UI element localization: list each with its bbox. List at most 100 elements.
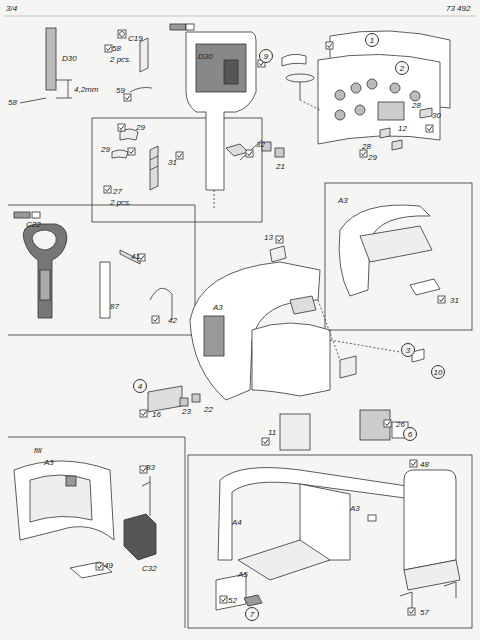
callout-number: 11	[268, 428, 276, 437]
callout-number: 27	[113, 187, 122, 196]
circled-number: 3	[406, 346, 410, 355]
part-code: D30	[62, 54, 77, 63]
callout-number: 31	[450, 296, 459, 305]
check-mark	[386, 422, 391, 426]
circled-number: 1	[370, 36, 374, 45]
check-mark	[142, 468, 147, 472]
callout-number: 87	[110, 302, 119, 311]
callout-number: 30	[432, 111, 441, 120]
check-box	[410, 460, 417, 467]
check-box	[426, 125, 433, 132]
check-box	[360, 150, 367, 157]
part-code: D30	[198, 52, 213, 61]
callout-number: 58	[112, 44, 121, 53]
check-mark	[222, 598, 227, 602]
part-circle: 10	[431, 365, 445, 379]
check-mark	[410, 610, 415, 614]
callout-number: 41	[131, 252, 140, 261]
circled-number: 6	[408, 430, 412, 439]
check-box	[276, 236, 283, 243]
part-circle: 2	[395, 61, 409, 75]
callout-number: 31	[168, 158, 177, 167]
callout-number: 73 492	[446, 4, 470, 13]
part-code: A3	[44, 458, 54, 467]
check-mark	[142, 412, 147, 416]
callout-number: 16	[152, 410, 161, 419]
callout-number: 21	[276, 162, 285, 171]
callout-number: 32	[256, 140, 265, 149]
check-mark	[120, 126, 125, 130]
callout-number: 23	[182, 407, 191, 416]
part-code: C32	[142, 564, 157, 573]
callout-number: 29	[101, 145, 110, 154]
part-code: C19	[128, 34, 143, 43]
check-mark	[264, 440, 269, 444]
part-circle: 4	[133, 379, 147, 393]
callout-number: 52	[228, 596, 237, 605]
callout-number: 49	[104, 561, 113, 570]
check-box	[140, 410, 147, 417]
part-code: A5	[238, 570, 248, 579]
check-mark	[440, 298, 445, 302]
callout-number: 28	[362, 142, 371, 151]
callout-number: 2 pcs.	[110, 198, 131, 207]
check-box	[152, 316, 159, 323]
circled-number: 9	[264, 52, 268, 61]
check-box	[124, 94, 131, 101]
check-mark	[328, 44, 333, 48]
check-box	[104, 186, 111, 193]
check-box	[326, 42, 333, 49]
part-code: A4	[232, 518, 242, 527]
callout-number: 4,2mm	[74, 85, 98, 94]
check-box	[220, 596, 227, 603]
callout-number: 13	[264, 233, 273, 242]
check-box	[176, 152, 183, 159]
check-box	[246, 150, 253, 157]
callout-number: 29	[136, 123, 145, 132]
part-code: A3	[350, 504, 360, 513]
check-mark	[130, 150, 135, 154]
check-mark	[428, 127, 433, 131]
callout-number: 59	[116, 86, 125, 95]
callout-number: 58	[8, 98, 17, 107]
check-mark	[98, 565, 103, 569]
check-box	[105, 45, 112, 52]
check-mark	[107, 47, 112, 51]
check-box	[96, 563, 103, 570]
check-mark	[412, 462, 417, 466]
part-circle: 1	[365, 33, 379, 47]
callout-number: 26	[396, 420, 405, 429]
callout-number: 83	[146, 463, 155, 472]
callout-number: fill	[34, 446, 42, 455]
check-mark	[278, 238, 283, 242]
part-circle: 6	[403, 427, 417, 441]
part-circle: 3	[401, 343, 415, 357]
callout-number: 48	[420, 460, 429, 469]
check-box	[384, 420, 391, 427]
callout-number: 29	[368, 153, 377, 162]
callout-number: 12	[398, 124, 407, 133]
part-code: A3	[213, 303, 223, 312]
part-circle: 7	[245, 607, 259, 621]
check-box	[128, 148, 135, 155]
check-box	[118, 124, 125, 131]
circled-number: 4	[138, 382, 142, 391]
check-mark	[126, 96, 131, 100]
check-box	[408, 608, 415, 615]
part-code: C22	[26, 220, 41, 229]
callout-number: 42	[168, 316, 177, 325]
check-mark	[178, 154, 183, 158]
part-circle: 9	[259, 49, 273, 63]
check-box	[262, 438, 269, 445]
circled-number: 7	[250, 610, 254, 619]
check-box	[438, 296, 445, 303]
callout-number: 28	[412, 101, 421, 110]
check-mark	[140, 256, 145, 260]
check-mark	[154, 318, 159, 322]
circled-number: 2	[400, 64, 404, 73]
callout-number: 22	[204, 405, 213, 414]
check-mark	[362, 152, 367, 156]
check-mark	[248, 152, 253, 156]
circled-number: 10	[434, 368, 443, 377]
